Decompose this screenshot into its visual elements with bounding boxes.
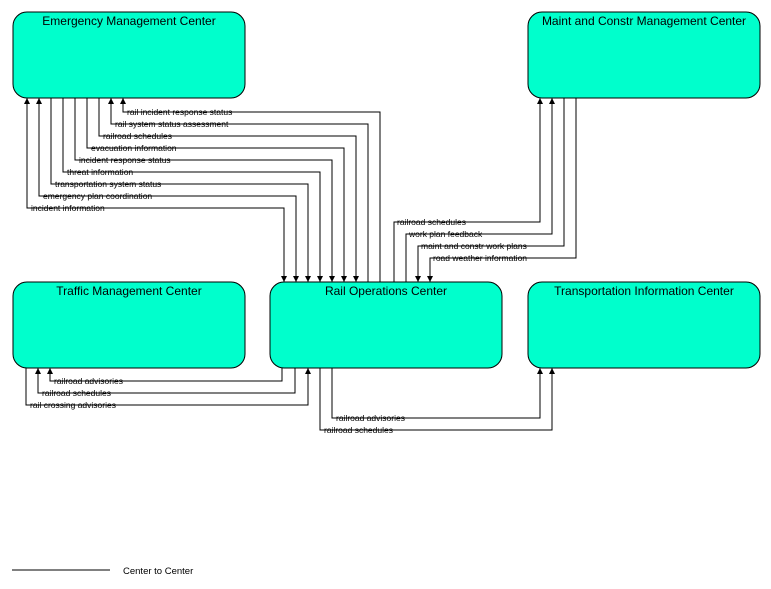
flow-railroad-schedules-tic[interactable]: railroad schedules <box>319 368 555 435</box>
flow-incident-response-status[interactable]: incident response status <box>74 98 335 282</box>
flow-railroad-schedules-mcmc[interactable]: railroad schedules <box>393 98 543 282</box>
flow-road-weather-information[interactable]: road weather information <box>427 98 577 282</box>
flow-railroad-schedules-emc[interactable]: railroad schedules <box>98 98 359 282</box>
node-rail-operations-center[interactable]: Rail Operations Center <box>269 281 503 369</box>
flow-label: railroad schedules <box>103 131 172 141</box>
node-title: Maint and Constr Management Center <box>542 14 746 28</box>
flow-label: maint and constr work plans <box>421 241 527 251</box>
flow-rail-incident-response-status[interactable]: rail incident response status <box>120 98 381 282</box>
flow-label: rail incident response status <box>127 107 232 117</box>
flow-label: incident information <box>31 203 105 213</box>
flow-railroad-advisories-tic[interactable]: railroad advisories <box>331 368 543 423</box>
flow-label: railroad schedules <box>324 425 393 435</box>
flow-label: rail system status assessment <box>115 119 229 129</box>
flow-label: work plan feedback <box>408 229 483 239</box>
flow-label: railroad schedules <box>397 217 466 227</box>
node-transportation-information-center[interactable]: Transportation Information Center <box>527 281 761 369</box>
node-title: Transportation Information Center <box>554 284 734 298</box>
node-maint-constr-management-center[interactable]: Maint and Constr Management Center <box>527 11 761 99</box>
flow-work-plan-feedback[interactable]: work plan feedback <box>405 98 555 282</box>
node-traffic-management-center[interactable]: Traffic Management Center <box>12 281 246 369</box>
flow-rail-crossing-advisories[interactable]: rail crossing advisories <box>25 368 311 410</box>
flow-label: railroad schedules <box>42 388 111 398</box>
flow-label: rail crossing advisories <box>30 400 116 410</box>
flow-label: incident response status <box>79 155 171 165</box>
flow-label: evacuation information <box>91 143 177 153</box>
node-emergency-management-center[interactable]: Emergency Management Center <box>12 11 246 99</box>
node-title: Rail Operations Center <box>325 284 447 298</box>
flow-label: transportation system status <box>55 179 161 189</box>
flow-railroad-advisories-tmc[interactable]: railroad advisories <box>47 368 283 386</box>
flow-evacuation-information[interactable]: evacuation information <box>86 98 347 282</box>
flow-label: railroad advisories <box>54 376 123 386</box>
flow-maint-and-constr-work-plans[interactable]: maint and constr work plans <box>415 98 565 282</box>
legend-label: Center to Center <box>123 566 193 577</box>
flow-rail-system-status-assessment[interactable]: rail system status assessment <box>108 98 369 282</box>
flow-label: railroad advisories <box>336 413 405 423</box>
node-title: Traffic Management Center <box>56 284 201 298</box>
node-title: Emergency Management Center <box>42 14 215 28</box>
flow-transportation-system-status[interactable]: transportation system status <box>50 98 311 282</box>
flow-label: road weather information <box>433 253 527 263</box>
flow-label: threat information <box>67 167 133 177</box>
flow-incident-information[interactable]: incident information <box>24 98 287 282</box>
flow-threat-information[interactable]: threat information <box>62 98 323 282</box>
flow-railroad-schedules-tmc[interactable]: railroad schedules <box>35 368 296 398</box>
flow-emergency-plan-coordination[interactable]: emergency plan coordination <box>36 98 299 282</box>
flow-label: emergency plan coordination <box>43 191 152 201</box>
legend: Center to Center <box>12 566 193 577</box>
